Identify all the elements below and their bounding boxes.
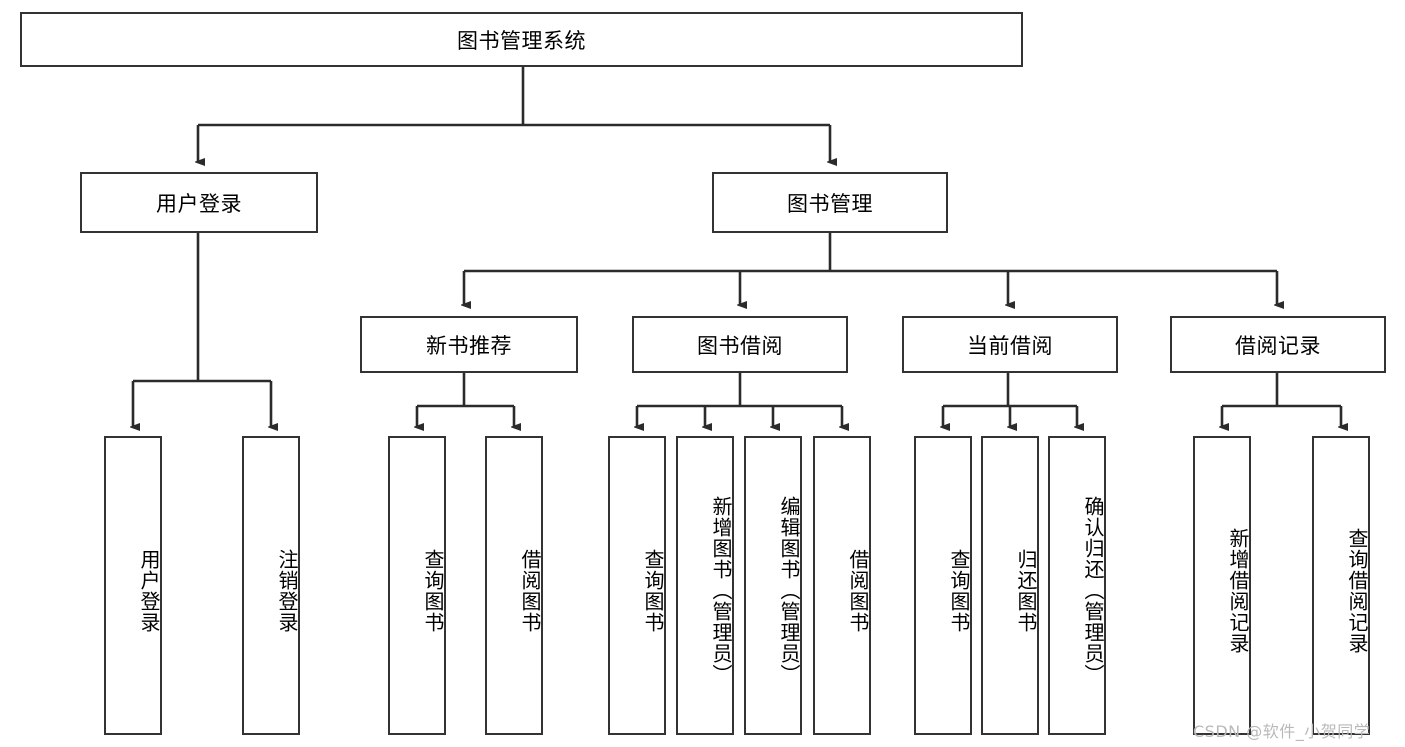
leaf-return-book[interactable]: 归还图书 [981,436,1039,735]
leaf-query-book-3-label: 查询图书 [947,548,971,633]
leaf-query-book-1-label: 查询图书 [421,548,445,633]
leaf-query-record-label: 查询借阅记录 [1345,527,1369,654]
leaf-edit-book-label: 编辑图书（管理员） [777,496,801,685]
leaf-query-record[interactable]: 查询借阅记录 [1312,436,1370,735]
leaf-borrow-book-2[interactable]: 借阅图书 [813,436,871,735]
leaf-logout[interactable]: 注销登录 [242,436,300,735]
node-root[interactable]: 图书管理系统 [20,12,1023,67]
node-borrow-record[interactable]: 借阅记录 [1170,316,1386,373]
node-book-manage[interactable]: 图书管理 [712,172,948,233]
node-new-book-recommend[interactable]: 新书推荐 [360,316,578,373]
node-book-borrow-label: 图书借阅 [697,333,783,358]
leaf-query-book-2-label: 查询图书 [641,548,665,633]
leaf-add-book-label: 新增图书（管理员） [709,496,733,685]
leaf-user-login[interactable]: 用户登录 [104,436,162,735]
node-book-borrow[interactable]: 图书借阅 [632,316,848,373]
leaf-add-book[interactable]: 新增图书（管理员） [676,436,734,735]
leaf-confirm-return[interactable]: 确认归还（管理员） [1048,436,1106,735]
node-new-book-recommend-label: 新书推荐 [426,333,512,358]
leaf-add-record-label: 新增借阅记录 [1226,527,1250,654]
leaf-borrow-book-2-label: 借阅图书 [846,548,870,633]
leaf-query-book-2[interactable]: 查询图书 [608,436,666,735]
leaf-query-book-1[interactable]: 查询图书 [388,436,446,735]
leaf-add-record[interactable]: 新增借阅记录 [1193,436,1251,735]
leaf-user-login-label: 用户登录 [137,548,161,633]
node-user-login-label: 用户登录 [156,191,242,216]
node-book-manage-label: 图书管理 [787,191,873,216]
node-borrow-record-label: 借阅记录 [1235,333,1321,358]
node-current-borrow[interactable]: 当前借阅 [902,316,1118,373]
node-root-label: 图书管理系统 [457,28,586,53]
watermark: CSDN @软件_小贺同学 [1193,722,1371,741]
node-user-login[interactable]: 用户登录 [80,172,318,233]
leaf-query-book-3[interactable]: 查询图书 [914,436,972,735]
leaf-return-book-label: 归还图书 [1014,548,1038,633]
leaf-edit-book[interactable]: 编辑图书（管理员） [744,436,802,735]
leaf-logout-label: 注销登录 [275,548,299,633]
node-current-borrow-label: 当前借阅 [967,333,1053,358]
leaf-borrow-book-1[interactable]: 借阅图书 [485,436,543,735]
leaf-borrow-book-1-label: 借阅图书 [518,548,542,633]
leaf-confirm-return-label: 确认归还（管理员） [1081,496,1105,685]
